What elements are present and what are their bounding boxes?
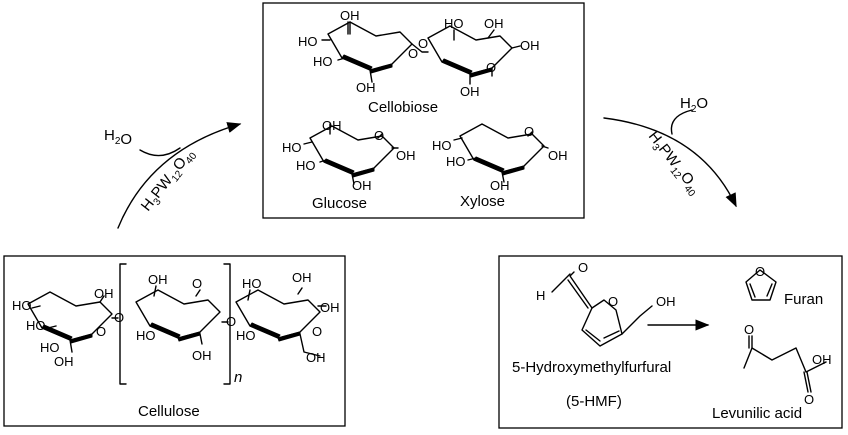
hmf-structure: H O O OH — [536, 260, 676, 347]
cellulose-oh-6: OH — [320, 300, 340, 315]
cellulose-ring-o3: O — [312, 324, 322, 339]
hmf-ring-o: O — [608, 294, 618, 309]
glucose-label: Glucose — [312, 195, 367, 212]
cellobiose-oh-top2: OH — [484, 16, 504, 31]
xylose-label: Xylose — [460, 193, 505, 210]
cellulose-oh-3: OH — [148, 272, 168, 287]
hmf-aldehyde-h: H — [536, 288, 545, 303]
cellulose-label: Cellulose — [138, 403, 200, 420]
glucose-oh-top: OH — [322, 118, 342, 133]
cellulose-ring-o2: O — [192, 276, 202, 291]
cellulose-ho-2: HO — [26, 318, 46, 333]
cellulose-oh-2: OH — [94, 286, 114, 301]
xylose-structure: HO HO OH O OH — [432, 123, 568, 193]
water-left: H2O — [104, 127, 132, 148]
cellulose-ho-4: HO — [136, 328, 156, 343]
cellobiose-glycosidic-o: O — [418, 36, 428, 51]
cellulose-link-o2: O — [226, 314, 236, 329]
cellobiose-ring-o1: O — [408, 46, 418, 61]
water-right: H2O — [680, 95, 708, 115]
xylose-oh-right: OH — [548, 148, 568, 163]
cellulose-box — [3, 255, 346, 427]
cellulose-structure: HO HO HO OH OH O O OH HO O OH O HO HO OH… — [12, 263, 340, 385]
glucose-oh-right: OH — [396, 148, 416, 163]
levulinic-label: Levunilic acid — [712, 405, 802, 422]
cellobiose-oh-bottom: OH — [356, 80, 376, 95]
cellobiose-ho-mid: HO — [444, 16, 464, 31]
hmf-label: 5-Hydroxymethylfurfural — [512, 359, 671, 376]
furan-label: Furan — [784, 291, 823, 308]
cellobiose-oh-right: OH — [520, 38, 540, 53]
repeat-n: n — [234, 369, 242, 386]
furan-o: O — [755, 264, 765, 279]
cellulose-oh-7: OH — [306, 350, 326, 365]
sugars-box — [262, 2, 585, 219]
glucose-ho-low: HO — [296, 158, 316, 173]
cellulose-oh-4: OH — [192, 348, 212, 363]
cellobiose-oh-top: OH — [340, 8, 360, 23]
arrow-right — [603, 117, 737, 208]
cellulose-link-o1: O — [114, 310, 124, 325]
cellobiose-ho-low: HO — [313, 54, 333, 69]
hmf-oh: OH — [656, 294, 676, 309]
cellobiose-label: Cellobiose — [368, 99, 438, 116]
water-curve-left — [139, 147, 181, 157]
furan-structure: O — [745, 264, 777, 301]
cellulose-ring-o1: O — [96, 324, 106, 339]
xylose-oh-bottom: OH — [490, 178, 510, 193]
xylose-ho-left: HO — [432, 138, 452, 153]
xylose-ho-low: HO — [446, 154, 466, 169]
xylose-ring-o: O — [524, 124, 534, 139]
levulinic-structure: O OH O — [743, 322, 832, 407]
glucose-oh-bottom: OH — [352, 178, 372, 193]
hmf-abbr: (5-HMF) — [566, 393, 622, 410]
products-box — [498, 255, 843, 429]
cellulose-oh-1: OH — [54, 354, 74, 369]
arrow-left — [117, 122, 242, 229]
glucose-ho-left: HO — [282, 140, 302, 155]
glucose-structure: OH HO HO OH O OH — [282, 118, 416, 193]
cellulose-ho-3: HO — [40, 340, 60, 355]
cellobiose-structure: OH HO HO OH O O HO OH OH O OH — [298, 8, 540, 99]
levulinic-oh: OH — [812, 352, 832, 367]
levulinic-acid-o: O — [804, 392, 814, 407]
glucose-ring-o: O — [374, 128, 384, 143]
levulinic-keto-o: O — [744, 322, 754, 337]
cellulose-ho-5: HO — [242, 276, 262, 291]
water-curve-right — [670, 109, 693, 135]
hmf-carbonyl-o: O — [578, 260, 588, 275]
cellulose-oh-5: OH — [292, 270, 312, 285]
cellulose-ho-1: HO — [12, 298, 32, 313]
cellobiose-ho-left: HO — [298, 34, 318, 49]
cellulose-ho-6: HO — [236, 328, 256, 343]
cellobiose-ring-o2: O — [486, 60, 496, 75]
cellobiose-oh-ch2: OH — [460, 84, 480, 99]
